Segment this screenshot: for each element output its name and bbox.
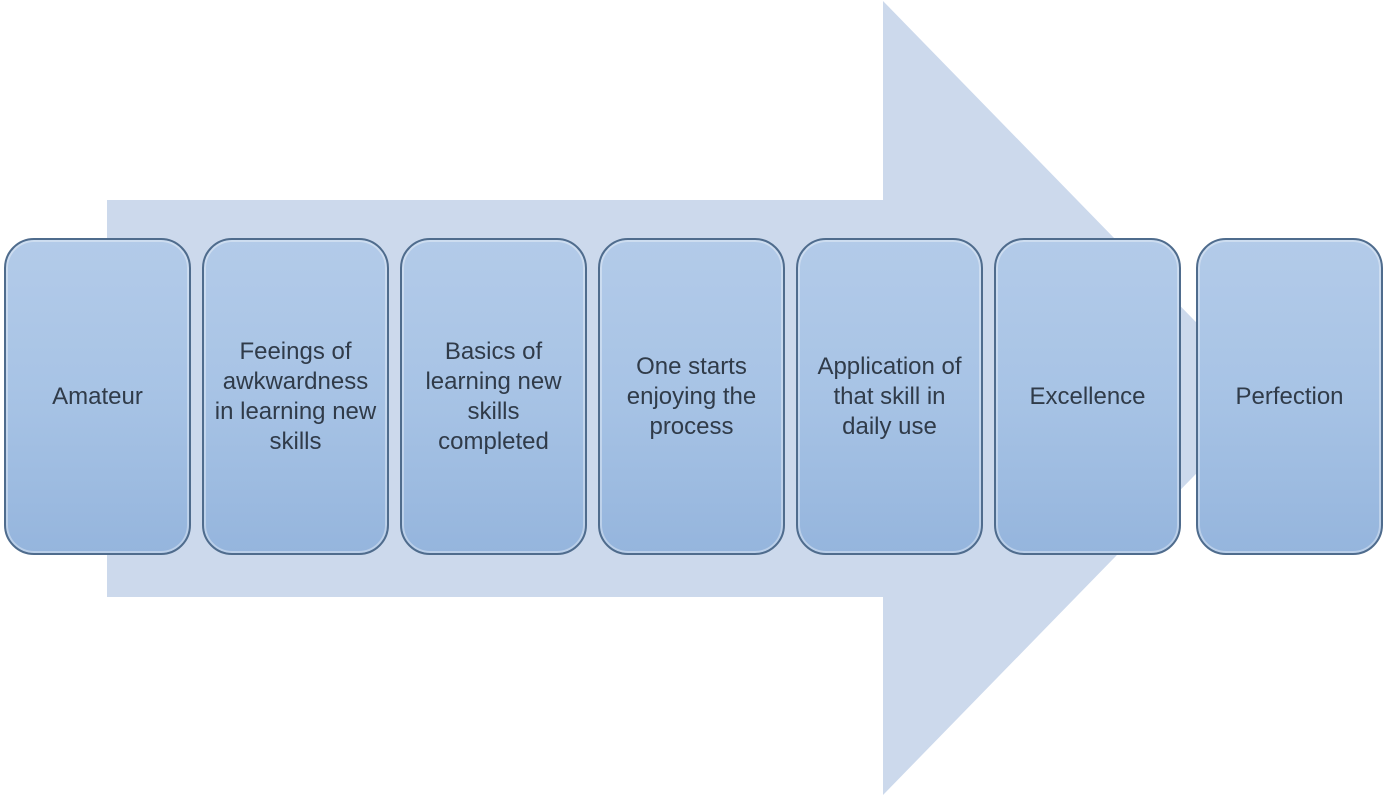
- stage-label: One starts enjoying the process: [626, 352, 757, 440]
- stage-label: Amateur: [52, 382, 143, 410]
- stage-box-perfection: Perfection: [1196, 238, 1383, 555]
- stage-box-daily-application: Application of that skill in daily use: [796, 238, 983, 555]
- stage-box-excellence: Excellence: [994, 238, 1181, 555]
- stage-box-basics-completed: Basics of learning new skills completed: [400, 238, 587, 555]
- stage-box-enjoying-process: One starts enjoying the process: [598, 238, 785, 555]
- stage-label: Basics of learning new skills completed: [425, 337, 562, 455]
- stage-box-amateur: Amateur: [4, 238, 191, 555]
- stage-label: Application of that skill in daily use: [817, 352, 962, 440]
- stage-box-awkwardness: Feeings of awkwardness in learning new s…: [202, 238, 389, 555]
- stage-label: Feeings of awkwardness in learning new s…: [214, 337, 377, 455]
- stage-label: Excellence: [1029, 382, 1146, 410]
- stage-label: Perfection: [1235, 382, 1344, 410]
